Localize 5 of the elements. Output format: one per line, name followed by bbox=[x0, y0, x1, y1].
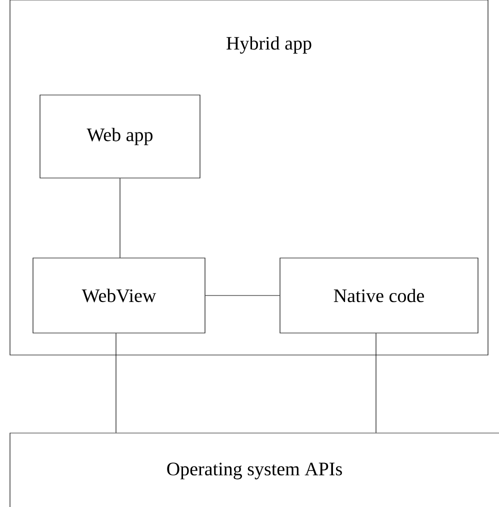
component-box: Native code bbox=[280, 258, 478, 334]
connector-line bbox=[205, 295, 280, 296]
component-box: WebView bbox=[32, 258, 206, 334]
component-box: Web app bbox=[40, 94, 200, 178]
system-layer: Operating system APIs bbox=[10, 432, 499, 507]
